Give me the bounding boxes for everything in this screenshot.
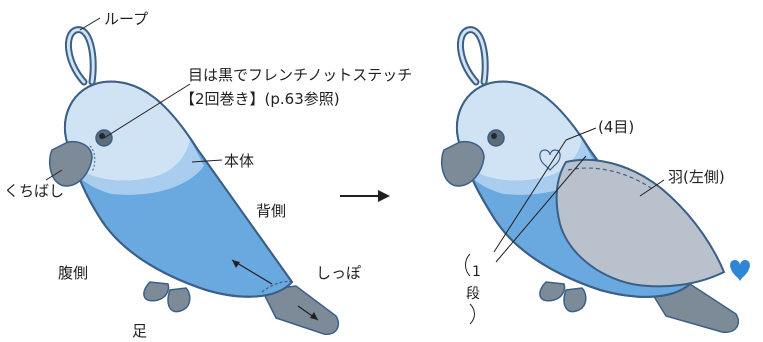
left-foot-back: [143, 281, 170, 302]
loop-label: ループ: [104, 10, 148, 28]
body-label: 本体: [224, 152, 254, 170]
eye-note-line1: 目は黒でフレンチノットステッチ: [188, 66, 412, 84]
svg-text:段: 段: [466, 286, 480, 302]
left-foot-front: [167, 287, 191, 313]
right-leader-lines: [493, 127, 665, 263]
right-bird: [440, 26, 740, 333]
right-wing: [555, 158, 726, 288]
right-foot-front: [563, 287, 587, 313]
left-head: [64, 81, 190, 181]
right-foot-back: [539, 281, 566, 302]
belly-label: 腹側: [58, 264, 88, 282]
back-label: 背側: [256, 202, 286, 220]
one-row-label: 1 段: [465, 253, 481, 325]
foot-label: 足: [132, 322, 147, 338]
heart-outline-icon: [539, 149, 561, 171]
left-leader-lines: [45, 17, 223, 181]
heart-filled-icon: [730, 260, 750, 281]
tail-label: しっぽ: [316, 264, 361, 282]
left-direction-arrow: [231, 259, 273, 285]
right-tail: [648, 283, 740, 333]
right-arrow-icon: [340, 190, 390, 202]
svg-text:1: 1: [472, 264, 481, 280]
right-beak: [440, 140, 485, 187]
four-stitches-label: (4目): [598, 118, 634, 136]
left-bird: [48, 26, 340, 335]
left-tail: [260, 285, 340, 335]
beak-label: くちばし: [4, 182, 64, 200]
wing-left-label: 羽(左側): [668, 168, 725, 186]
eye-note-line2: 【2回巻き】(p.63参照): [180, 90, 340, 108]
left-beak: [48, 140, 93, 187]
